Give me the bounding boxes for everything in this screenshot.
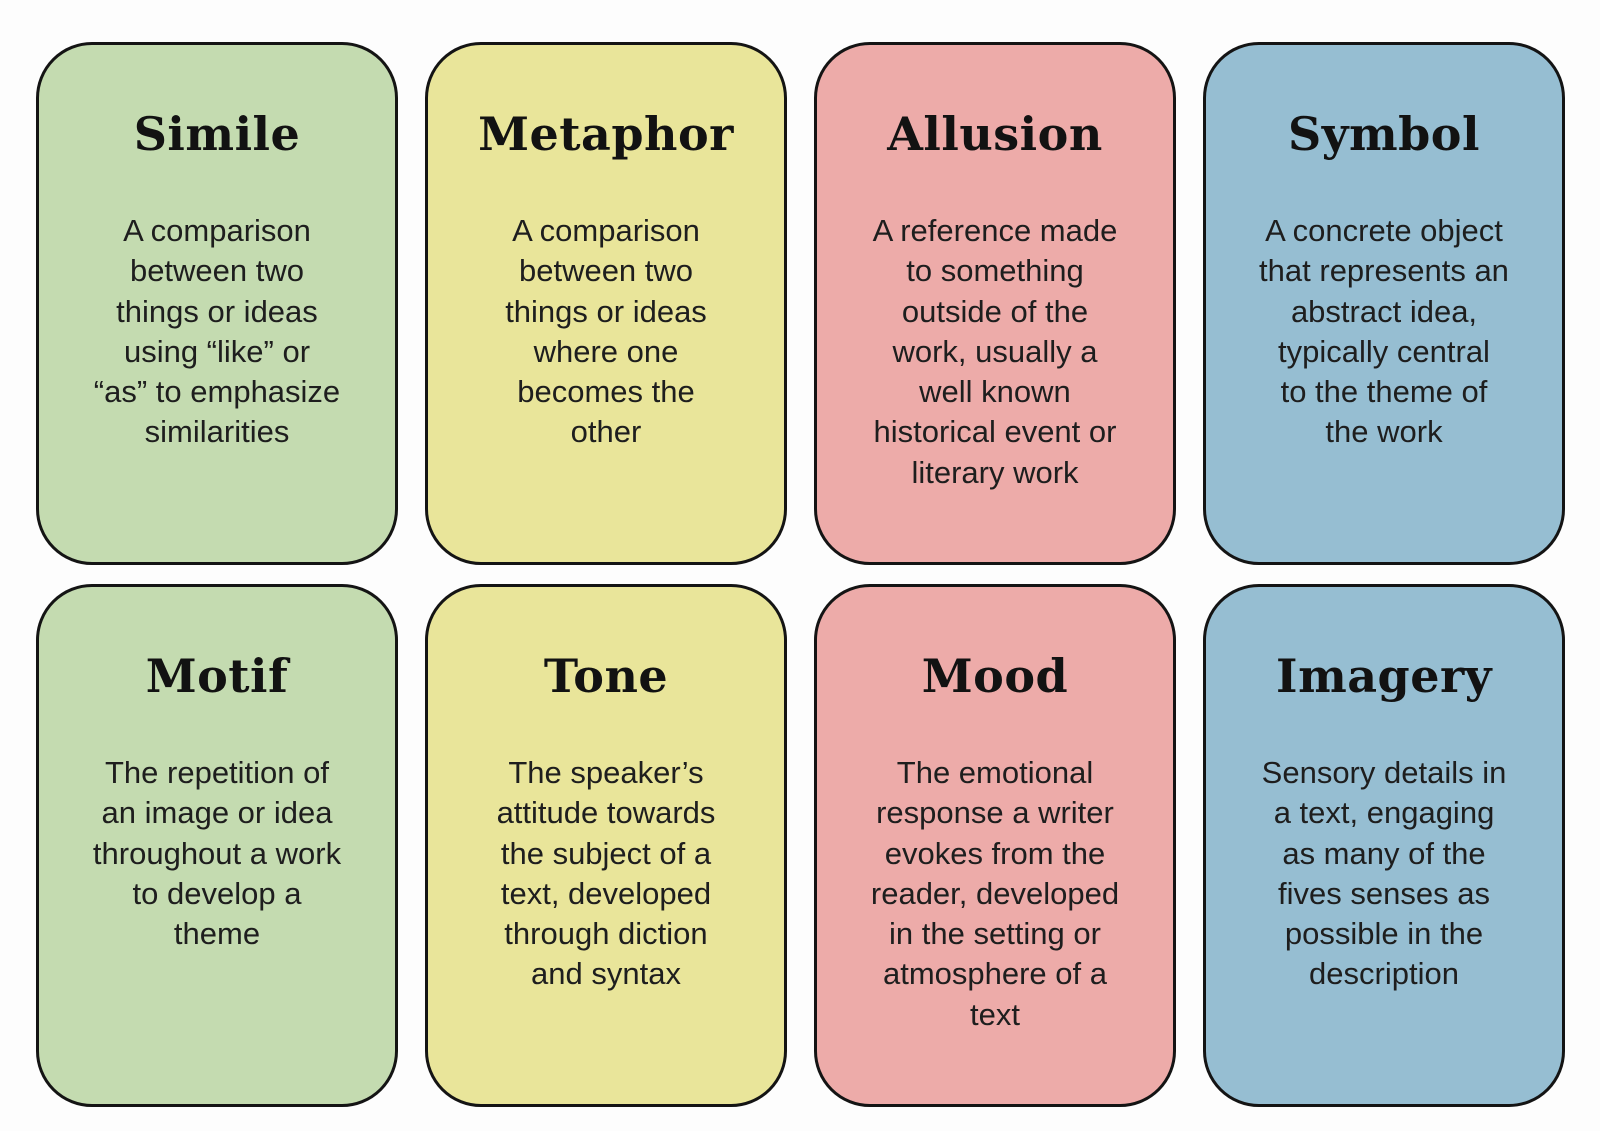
card-definition-tone: The speaker’s attitude towards the subje…: [496, 755, 716, 992]
card-motif: Motif The repetition of an image or idea…: [36, 584, 398, 1107]
card-definition-simile: A comparison between two things or ideas…: [93, 213, 341, 450]
card-title-metaphor: Metaphor: [478, 107, 734, 161]
card-definition-mood: The emotional response a writer evokes f…: [870, 755, 1120, 1032]
card-allusion: Allusion A reference made to something o…: [814, 42, 1176, 565]
card-title-mood: Mood: [921, 649, 1069, 703]
card-title-tone: Tone: [543, 649, 669, 703]
card-symbol: Symbol A concrete object that represents…: [1203, 42, 1565, 565]
card-tone: Tone The speaker’s attitude towards the …: [425, 584, 787, 1107]
card-simile: Simile A comparison between two things o…: [36, 42, 398, 565]
card-definition-motif: The repetition of an image or idea throu…: [92, 755, 342, 952]
card-mood: Mood The emotional response a writer evo…: [814, 584, 1176, 1107]
card-title-symbol: Symbol: [1288, 107, 1480, 161]
card-title-simile: Simile: [133, 107, 301, 161]
card-definition-symbol: A concrete object that represents an abs…: [1259, 213, 1509, 450]
card-title-motif: Motif: [145, 649, 289, 703]
card-title-allusion: Allusion: [887, 107, 1103, 161]
card-definition-metaphor: A comparison between two things or ideas…: [505, 213, 707, 450]
card-definition-imagery: Sensory details in a text, engaging as m…: [1261, 755, 1507, 992]
card-imagery: Imagery Sensory details in a text, engag…: [1203, 584, 1565, 1107]
card-metaphor: Metaphor A comparison between two things…: [425, 42, 787, 565]
card-definition-allusion: A reference made to something outside of…: [872, 213, 1118, 490]
card-title-imagery: Imagery: [1276, 649, 1492, 703]
